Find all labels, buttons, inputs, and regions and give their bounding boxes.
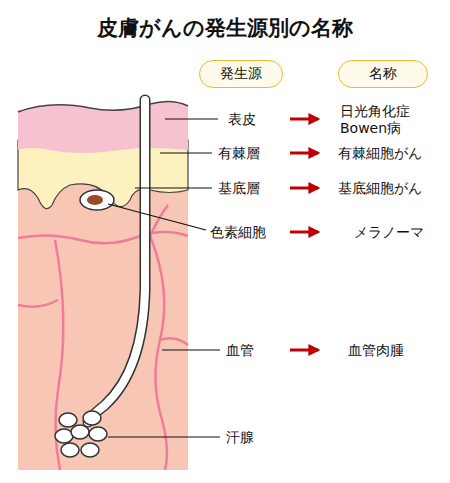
part-label: 有棘細胞がん <box>338 145 422 162</box>
skin-surface <box>18 101 188 112</box>
blood-vessels <box>18 205 188 470</box>
part-label: 表皮 <box>228 111 256 128</box>
melanin <box>87 195 103 205</box>
part-label: 色素細胞 <box>210 224 266 241</box>
part-label: 汗腺 <box>226 429 254 446</box>
part-label: 血管肉腫 <box>348 342 404 359</box>
pill-text: 名称 <box>369 65 397 83</box>
diagram-title: 皮膚がんの発生源別の名称 <box>97 16 353 41</box>
red-arrows <box>290 119 318 350</box>
header-pill: 名称 <box>338 60 428 88</box>
melanocyte <box>80 190 114 210</box>
epidermis <box>18 101 188 153</box>
pill-text: 発生源 <box>220 65 262 83</box>
sweat-gland <box>55 100 145 457</box>
part-label: 日光角化症 Bowen病 <box>340 103 416 137</box>
leader-lines <box>108 119 220 437</box>
part-label: 基底細胞がん <box>338 180 422 197</box>
part-label: 基底層 <box>218 180 260 197</box>
dermis <box>18 110 188 470</box>
part-label: 血管 <box>226 342 254 359</box>
part-label: 有棘層 <box>218 145 260 162</box>
part-label: メラノーマ <box>354 224 424 241</box>
header-pill: 発生源 <box>199 60 283 88</box>
